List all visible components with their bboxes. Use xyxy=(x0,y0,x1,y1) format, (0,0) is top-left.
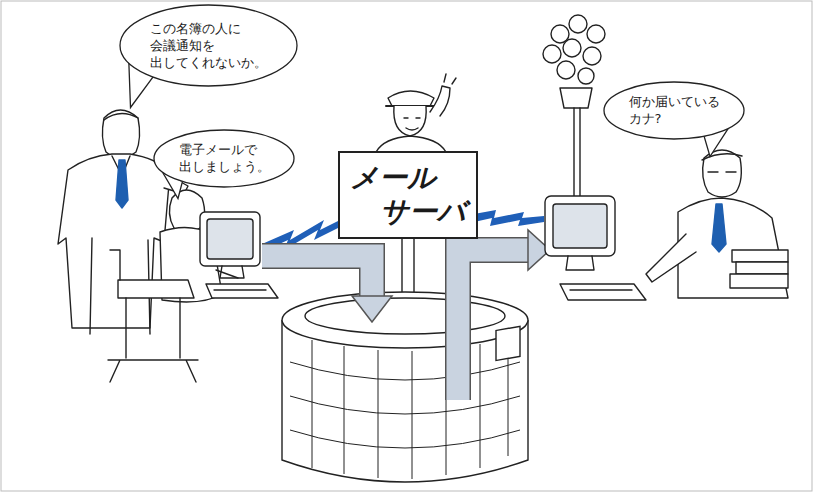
plant xyxy=(543,15,605,198)
speech-text: 電子メールで 出しましょう。 xyxy=(179,141,270,175)
postman xyxy=(376,74,456,152)
reading-man xyxy=(646,150,788,298)
right-terminal xyxy=(545,196,646,300)
speech-bubble: 何か届いている カナ? xyxy=(603,81,745,140)
speech-bubble: 電子メールで 出しましょう。 xyxy=(153,129,295,188)
sign-label: メール サーバ xyxy=(350,161,466,229)
speech-text: この名簿の人に 会議通知を 出してくれないか。 xyxy=(150,20,267,71)
bubble-outline xyxy=(603,81,745,140)
bubble-ellipse xyxy=(604,82,744,139)
bubble-ellipse xyxy=(154,130,294,187)
mailbox-cabinet xyxy=(282,292,528,482)
bubble-outline xyxy=(153,129,295,188)
speech-text: 何か届いている カナ? xyxy=(629,93,720,127)
server-sign: メール サーバ xyxy=(338,151,478,239)
speech-bubble: この名簿の人に 会議通知を 出してくれないか。 xyxy=(119,4,298,87)
bubble-ellipse xyxy=(120,5,297,86)
flow-arrow xyxy=(262,230,550,400)
